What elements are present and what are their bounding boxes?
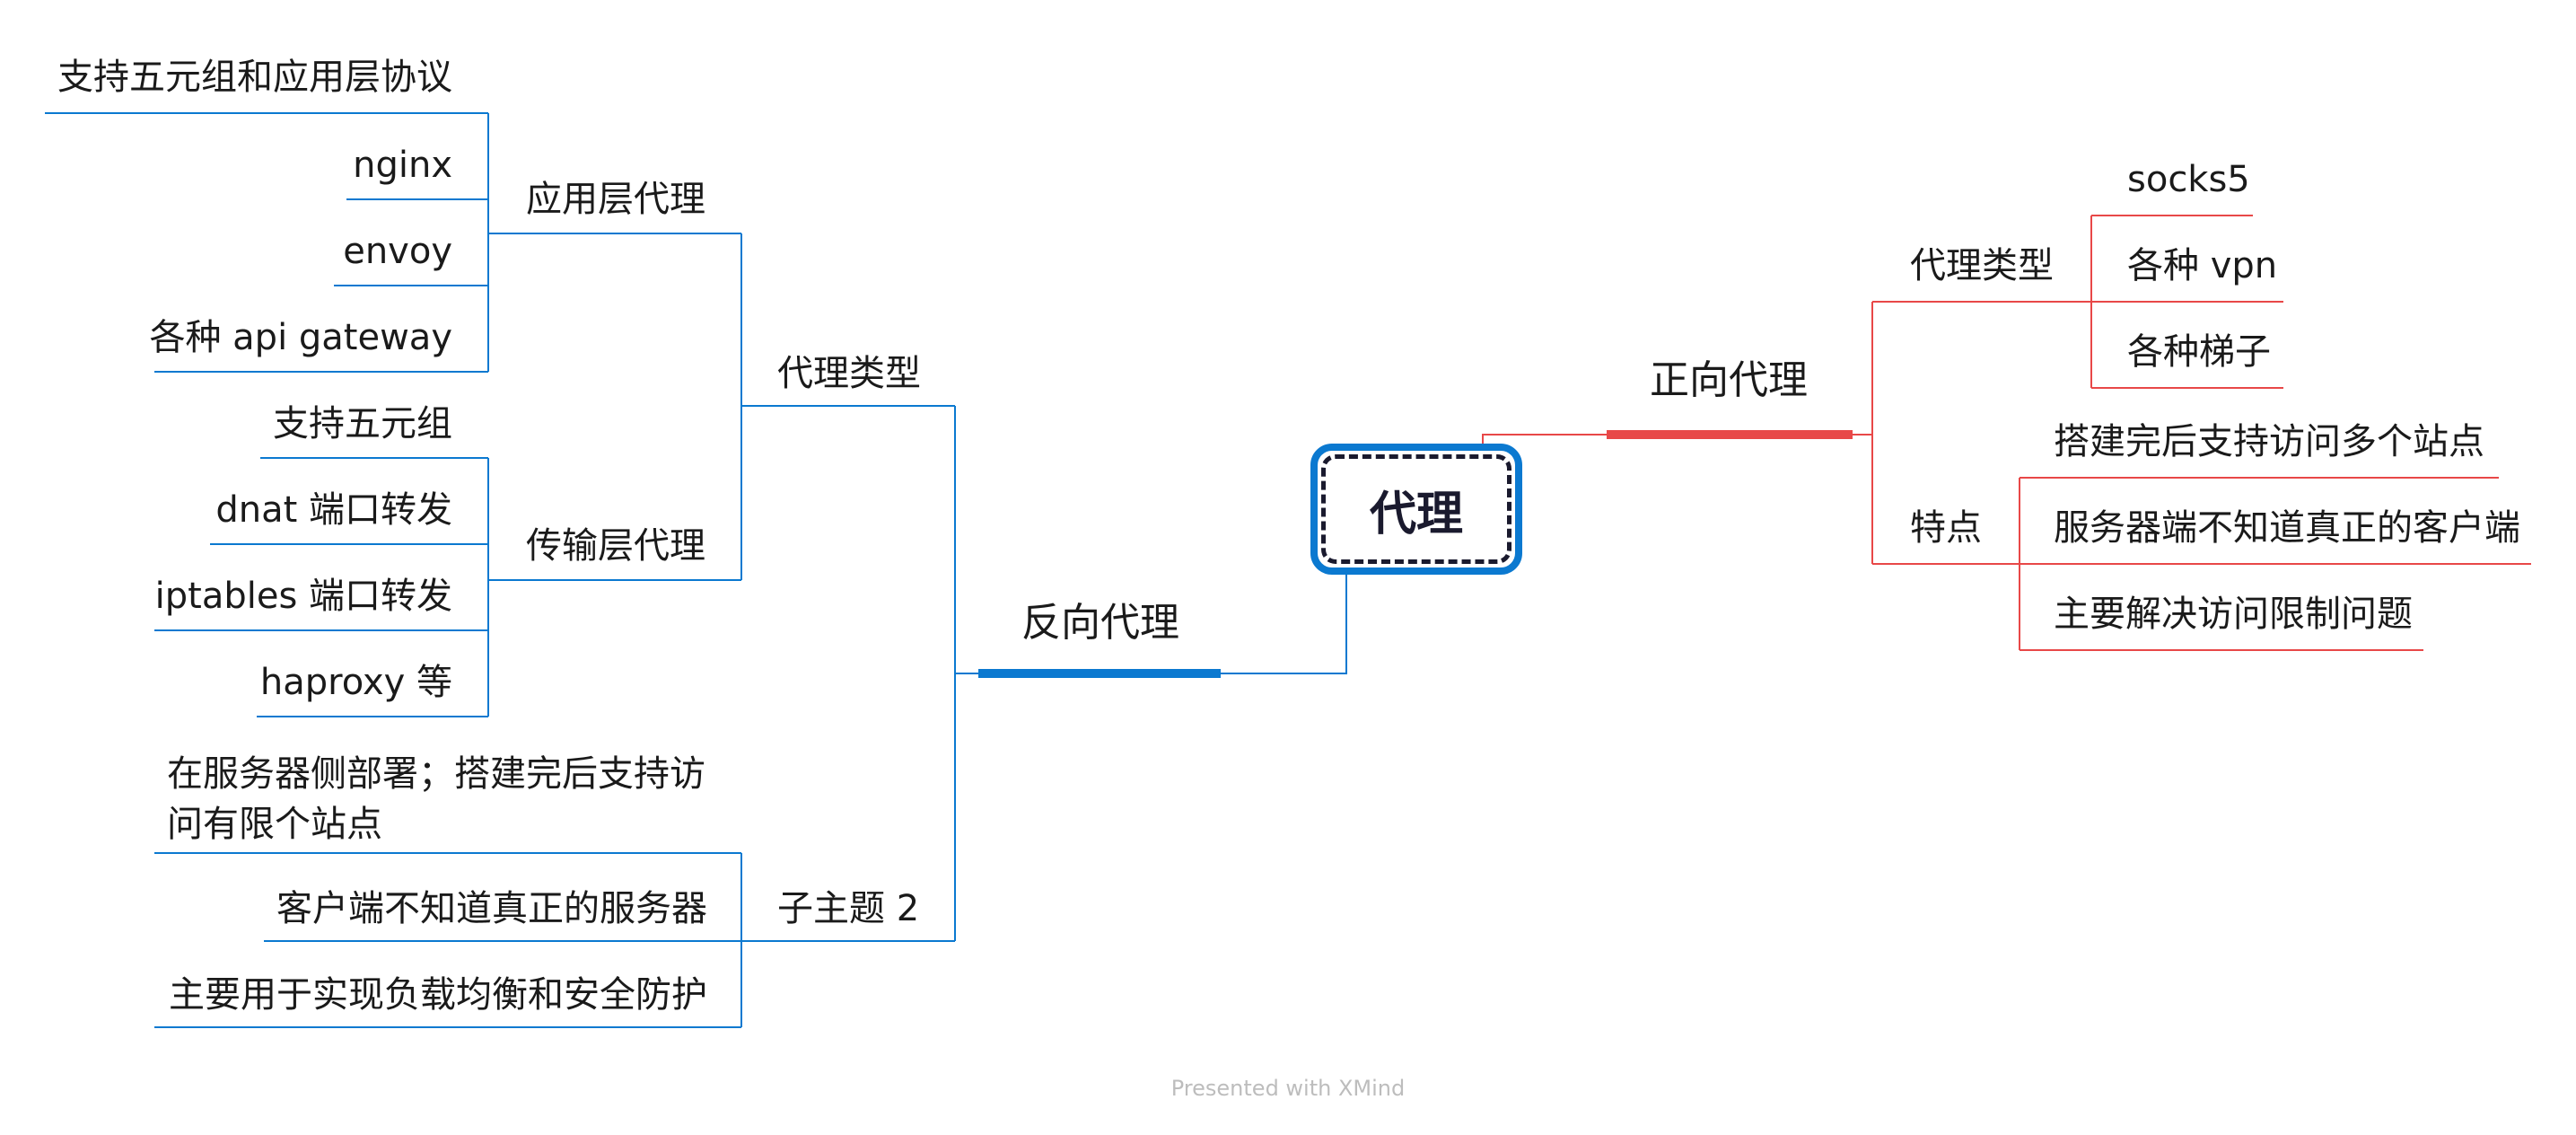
app-layer-topic[interactable]: 应用层代理 <box>526 179 705 220</box>
central-topic-label: 代理 <box>1369 487 1463 541</box>
transport-layer-item[interactable]: haproxy 等 <box>259 662 452 703</box>
reverse-types-topic[interactable]: 代理类型 <box>777 353 921 394</box>
forward-feature-item[interactable]: 主要解决访问限制问题 <box>2054 594 2413 635</box>
branch-reverse-proxy[interactable]: 反向代理 <box>1021 600 1179 646</box>
subtopic2-item[interactable]: 客户端不知道真正的服务器 <box>276 888 707 929</box>
app-layer-item[interactable]: 各种 api gateway <box>149 317 452 358</box>
forward-type-item[interactable]: socks5 <box>2127 159 2250 200</box>
forward-features-topic[interactable]: 特点 <box>1910 507 1982 549</box>
app-layer-item[interactable]: envoy <box>343 231 452 272</box>
app-layer-item[interactable]: 支持五元组和应用层协议 <box>57 57 452 98</box>
forward-type-item[interactable]: 各种梯子 <box>2127 331 2271 373</box>
forward-type-item[interactable]: 各种 vpn <box>2127 245 2278 286</box>
forward-feature-item[interactable]: 服务器端不知道真正的客户端 <box>2054 507 2520 549</box>
forward-feature-item[interactable]: 搭建完后支持访问多个站点 <box>2054 421 2484 462</box>
forward-types-topic[interactable]: 代理类型 <box>1910 245 2054 286</box>
connector-center-reverse <box>1221 575 1347 674</box>
transport-layer-topic[interactable]: 传输层代理 <box>526 525 705 567</box>
transport-layer-item[interactable]: 支持五元组 <box>273 403 452 444</box>
app-layer-item[interactable]: nginx <box>353 145 452 186</box>
connector-center-forward <box>1482 434 1607 444</box>
subtopic2-item[interactable]: 主要用于实现负载均衡和安全防护 <box>169 974 707 1016</box>
central-topic[interactable]: 代理 <box>1310 444 1522 575</box>
subtopic2-topic[interactable]: 子主题 2 <box>777 888 920 929</box>
xmind-watermark: Presented with XMind <box>1170 1076 1406 1101</box>
subtopic2-item[interactable]: 在服务器侧部署；搭建完后支持访问有限个站点 <box>167 753 705 845</box>
branch-forward-proxy[interactable]: 正向代理 <box>1650 357 1808 403</box>
transport-layer-item[interactable]: iptables 端口转发 <box>154 576 452 617</box>
transport-layer-item[interactable]: dnat 端口转发 <box>215 489 452 531</box>
